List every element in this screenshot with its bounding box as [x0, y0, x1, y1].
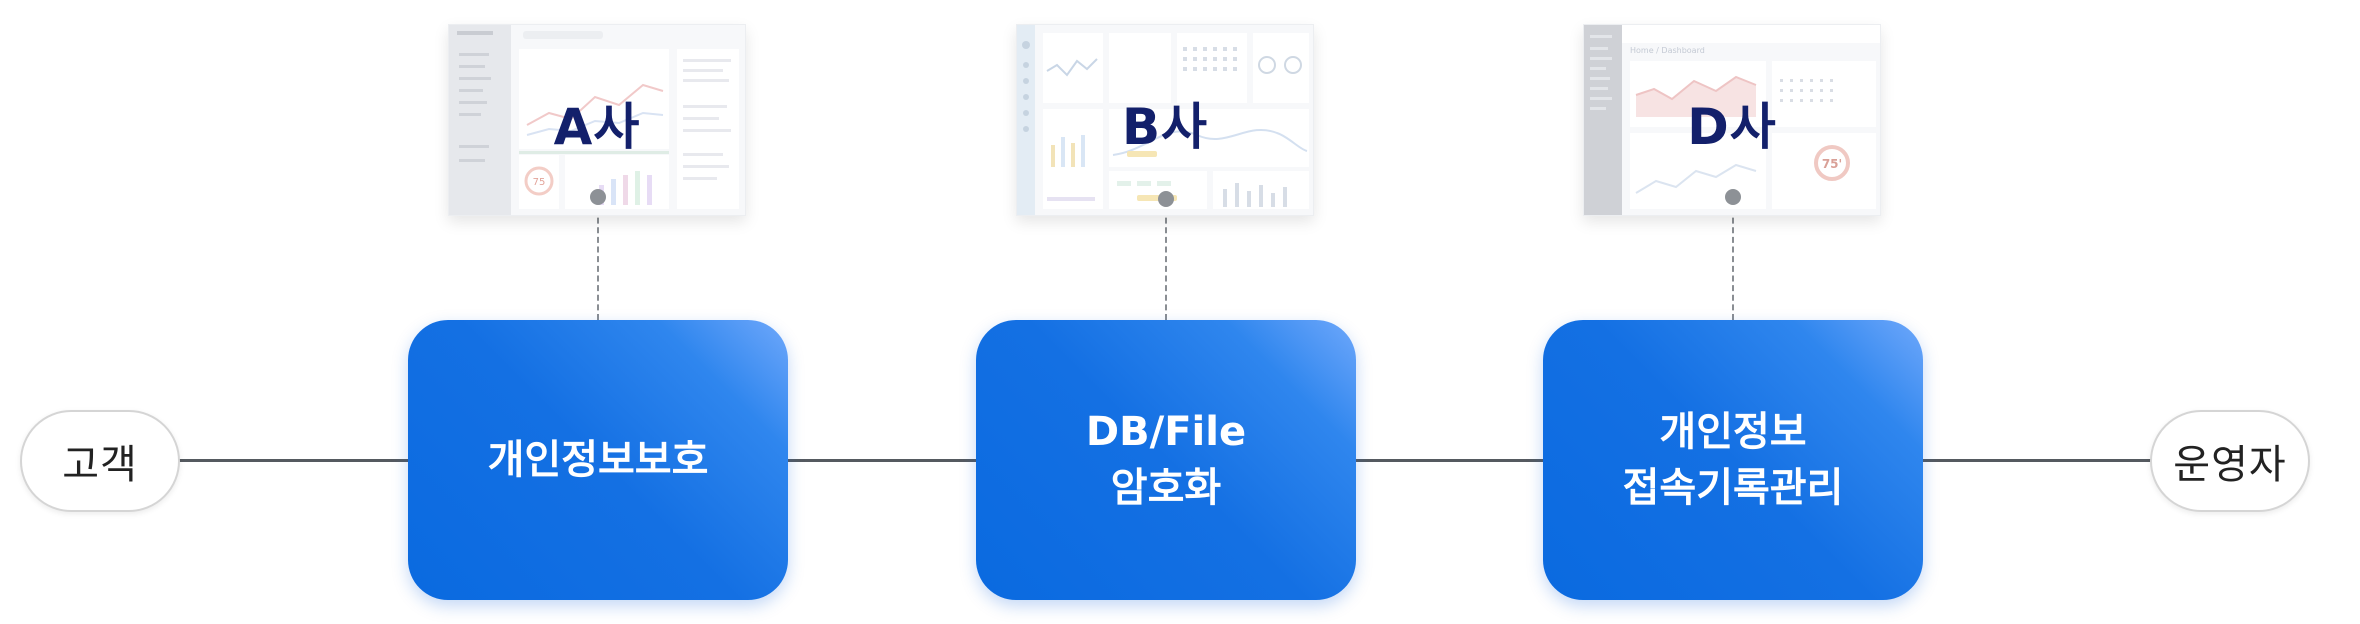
box-3-label-line1: 개인정보 — [1659, 409, 1807, 455]
company-b-dashboard-thumbnail: B사 — [1016, 24, 1314, 216]
connector-dot-a — [590, 189, 606, 205]
access-log-management-box: 개인정보 접속기록관리 — [1543, 320, 1923, 600]
box-2-label-line2: 암호화 — [1110, 465, 1222, 511]
connector-dot-d — [1725, 189, 1741, 205]
company-d-label: D사 — [1687, 98, 1777, 156]
company-b-label: B사 — [1121, 98, 1209, 156]
connector-d — [1732, 208, 1734, 320]
operator-node: 운영자 — [2150, 410, 2310, 512]
operator-label: 운영자 — [2173, 442, 2287, 488]
d-gauge-value: 75' — [1822, 157, 1842, 171]
customer-label: 고객 — [62, 442, 138, 488]
privacy-protection-box: 개인정보보호 — [408, 320, 788, 600]
company-a-label: A사 — [553, 98, 641, 156]
customer-node: 고객 — [20, 410, 180, 512]
company-a-dashboard-thumbnail: 75 A사 — [448, 24, 746, 216]
a-gauge-value: 75 — [533, 177, 546, 188]
box-3-label-line2: 접속기록관리 — [1622, 465, 1844, 511]
dashboard-a-sketch: 75 — [449, 25, 739, 215]
box-2-label-line1: DB/File — [1085, 409, 1247, 455]
connector-a — [597, 208, 599, 320]
dashboard-d-sketch: Home / Dashboard 75' — [1584, 25, 1880, 215]
db-file-encryption-box: DB/File 암호화 — [976, 320, 1356, 600]
dashboard-b-sketch — [1017, 25, 1309, 215]
d-breadcrumb: Home / Dashboard — [1630, 46, 1705, 55]
company-d-dashboard-thumbnail: Home / Dashboard 75' D사 — [1583, 24, 1881, 216]
connector-b — [1165, 208, 1167, 320]
connector-dot-b — [1158, 191, 1174, 207]
box-1-label: 개인정보보호 — [487, 437, 709, 483]
